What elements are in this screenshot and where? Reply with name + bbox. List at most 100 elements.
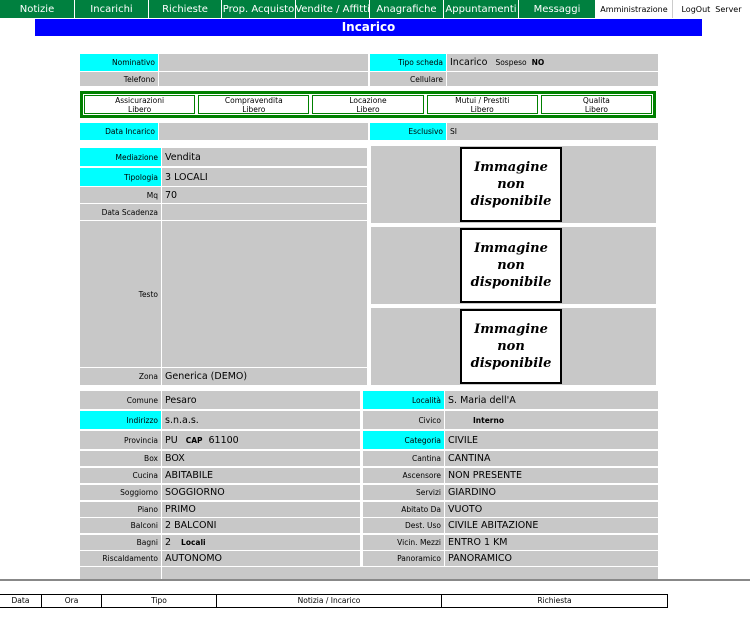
frame-divider (0, 579, 750, 581)
cellulare-label: Cellulare (370, 72, 446, 86)
categoria-value: CIVILE (445, 431, 658, 449)
cantina-label: Cantina (363, 451, 444, 466)
dest-uso-value: CIVILE ABITAZIONE (445, 518, 658, 533)
logout-link[interactable]: LogOut (681, 4, 711, 14)
nav-amministrazione[interactable]: Amministrazione (596, 0, 673, 18)
tipologia-value: 3 LOCALI (162, 168, 367, 186)
status-compravendita[interactable]: Compravendita Libero (198, 95, 310, 114)
cap-label: CAP (185, 435, 203, 445)
zona-label: Zona (80, 368, 161, 385)
bagni-row: 2 Locali (162, 535, 360, 550)
nav-vendite-affitti[interactable]: Vendite / Affitti (295, 0, 370, 18)
servizi-label: Servizi (363, 485, 444, 500)
vicin-mezzi-value: ENTRO 1 KM (445, 535, 658, 550)
panoramico-label: Panoramico (363, 551, 444, 566)
provincia-label: Provincia (80, 431, 161, 449)
cap-value: 61100 (208, 434, 239, 446)
status-title: Mutui / Prestiti (455, 95, 510, 105)
server-link[interactable]: Server (715, 4, 742, 14)
sospeso-value: NO (531, 58, 545, 67)
tipo-scheda-text: Incarico (450, 57, 488, 68)
status-mutui[interactable]: Mutui / Prestiti Libero (426, 95, 538, 114)
status-title: Compravendita (224, 95, 283, 105)
tipo-scheda-value: Incarico Sospeso NO (447, 54, 658, 71)
interno-label: Interno (445, 411, 658, 429)
telefono-value (159, 72, 368, 86)
status-box: Assicurazioni Libero Compravendita Liber… (80, 91, 656, 118)
box-value: BOX (162, 451, 360, 466)
locali-label: Locali (181, 538, 206, 547)
nav-richieste[interactable]: Richieste (149, 0, 222, 18)
nav-notizie[interactable]: Notizie (0, 0, 75, 18)
vicin-mezzi-label: Vicin. Mezzi (363, 535, 444, 550)
nav-prop-acquisto[interactable]: Prop. Acquisto (222, 0, 296, 18)
abitato-da-value: VUOTO (445, 502, 658, 517)
mediazione-label: Mediazione (80, 148, 161, 166)
provincia-row: PU CAP 61100 (162, 431, 360, 449)
nav-incarichi[interactable]: Incarichi (75, 0, 149, 18)
soggiorno-value: SOGGIORNO (162, 485, 360, 500)
piano-value: PRIMO (162, 502, 360, 517)
balconi-value: 2 BALCONI (162, 518, 360, 533)
col-data: Data (0, 595, 42, 607)
panoramico-value: PANORAMICO (445, 551, 658, 566)
col-richiesta: Richiesta (442, 595, 668, 607)
data-scadenza-label: Data Scadenza (80, 204, 161, 220)
status-state: Libero (470, 104, 494, 114)
esclusivo-value: SI (447, 123, 658, 140)
esclusivo-label: Esclusivo (370, 123, 446, 140)
status-assicurazioni[interactable]: Assicurazioni Libero (84, 95, 196, 114)
status-state: Libero (356, 104, 380, 114)
bagni-value: 2 (165, 537, 172, 548)
col-ora: Ora (42, 595, 102, 607)
soggiorno-label: Soggiorno (80, 485, 161, 500)
page-title: Incarico (35, 19, 702, 36)
incarico-form: Nominativo Telefono Tipo scheda Incarico… (78, 52, 660, 580)
cucina-value: ABITABILE (162, 468, 360, 483)
dest-uso-label: Dest. Uso (363, 518, 444, 533)
telefono-label: Telefono (80, 72, 158, 86)
provincia-value: PU (165, 434, 178, 446)
tipo-scheda-label: Tipo scheda (370, 54, 446, 71)
balconi-label: Balconi (80, 518, 161, 533)
indirizzo-value: s.n.a.s. (162, 411, 360, 429)
riscaldamento-label: Riscaldamento (80, 551, 161, 566)
tipologia-label: Tipologia (80, 168, 161, 186)
nav-anagrafiche[interactable]: Anagrafiche (370, 0, 444, 18)
categoria-label: Categoria (363, 431, 444, 449)
status-title: Qualita (582, 95, 610, 105)
status-title: Locazione (349, 95, 387, 105)
mediazione-value: Vendita (162, 148, 367, 166)
testo-label: Testo (80, 221, 161, 367)
nominativo-label: Nominativo (80, 54, 158, 71)
status-state: Libero (128, 104, 152, 114)
bagni-label: Bagni (80, 535, 161, 550)
piano-label: Piano (80, 502, 161, 517)
nav-logout-group: LogOut Server (673, 0, 750, 18)
nav-messaggi[interactable]: Messaggi (519, 0, 596, 18)
nominativo-value (159, 54, 368, 71)
indirizzo-label: Indirizzo (80, 411, 161, 429)
col-notizia-incarico: Notizia / Incarico (217, 595, 442, 607)
empty-label (80, 567, 161, 579)
nav-appuntamenti[interactable]: Appuntamenti (444, 0, 519, 18)
cucina-label: Cucina (80, 468, 161, 483)
mq-value: 70 (162, 187, 367, 203)
data-scadenza-value (162, 204, 367, 220)
appointments-table-header: Data Ora Tipo Notizia / Incarico Richies… (0, 594, 668, 608)
status-qualita[interactable]: Qualita Libero (540, 95, 653, 114)
comune-label: Comune (80, 391, 161, 409)
ascensore-label: Ascensore (363, 468, 444, 483)
testo-value (162, 221, 367, 367)
ascensore-value: NON PRESENTE (445, 468, 658, 483)
status-locazione[interactable]: Locazione Libero (312, 95, 424, 114)
empty-value (162, 567, 658, 579)
data-incarico-value (159, 123, 368, 140)
servizi-value: GIARDINO (445, 485, 658, 500)
status-state: Libero (584, 104, 608, 114)
localita-label: Località (363, 391, 444, 409)
